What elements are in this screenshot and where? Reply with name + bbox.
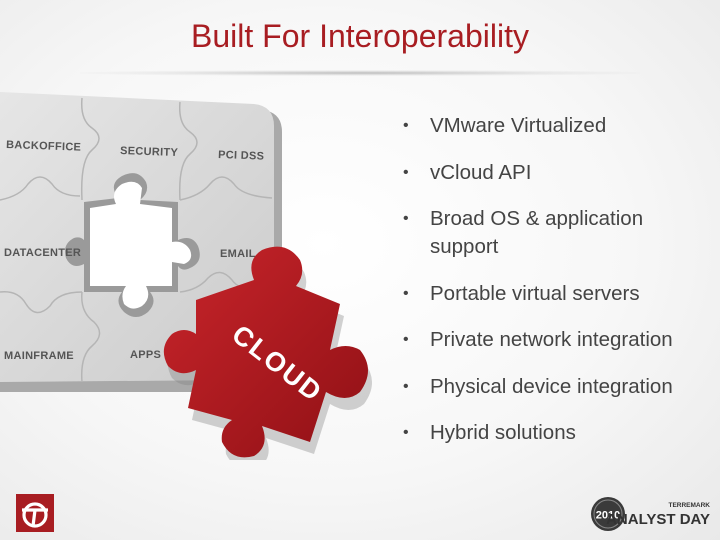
bullet-item: • Portable virtual servers (400, 280, 710, 308)
terremark-logo-icon (16, 494, 54, 532)
bullet-item: • Hybrid solutions (400, 419, 710, 447)
piece-label-security: SECURITY (120, 145, 179, 159)
title-divider (80, 70, 640, 76)
bullet-item: • Private network integration (400, 326, 710, 354)
bullet-dot-icon: • (403, 424, 409, 441)
bullet-text: Physical device integration (430, 374, 673, 398)
bullet-item: • vCloud API (400, 159, 710, 187)
bullet-dot-icon: • (403, 331, 409, 348)
bullet-text: Portable virtual servers (430, 281, 640, 305)
bullet-dot-icon: • (403, 117, 409, 134)
badge-svg: 2010 TERREMARK ANALYST DAY (591, 497, 710, 531)
puzzle-svg: BACKOFFICE SECURITY PCI DSS DATACENTER E… (0, 92, 372, 460)
piece-label-apps: APPS (130, 349, 161, 361)
bullet-text: vCloud API (430, 160, 532, 184)
piece-label-datacenter: DATACENTER (4, 247, 81, 259)
bullet-item: • VMware Virtualized (400, 112, 710, 140)
cloud-puzzle-piece (163, 246, 368, 458)
analyst-day-badge: 2010 TERREMARK ANALYST DAY (590, 496, 712, 532)
bullet-item: • Physical device integration (400, 373, 710, 401)
slide-title: Built For Interoperability (191, 18, 529, 54)
bullet-dot-icon: • (403, 284, 409, 302)
bullet-item: • Broad OS & application support (400, 205, 710, 261)
logo-mark (22, 502, 48, 528)
piece-label-mainframe: MAINFRAME (4, 350, 74, 362)
piece-label-email: EMAIL (220, 248, 256, 260)
bullet-text: Broad OS & application support (430, 207, 644, 258)
badge-event: ANALYST DAY (606, 511, 710, 528)
bullet-text: Private network integration (430, 328, 673, 351)
badge-brand: TERREMARK (668, 502, 710, 509)
bullet-text: Hybrid solutions (430, 421, 576, 444)
puzzle-seams (0, 97, 273, 383)
bullet-list: • VMware Virtualized • vCloud API • Broad O… (400, 112, 710, 466)
bullet-dot-icon: • (403, 163, 409, 181)
piece-label-backoffice: BACKOFFICE (6, 139, 81, 154)
piece-label-pci-dss: PCI DSS (218, 149, 265, 163)
badge-year: 2010 (596, 510, 620, 522)
bullet-text: VMware Virtualized (430, 114, 607, 137)
bullet-dot-icon: • (403, 377, 409, 395)
puzzle-illustration: BACKOFFICE SECURITY PCI DSS DATACENTER E… (0, 80, 420, 460)
bullet-dot-icon: • (403, 210, 409, 227)
